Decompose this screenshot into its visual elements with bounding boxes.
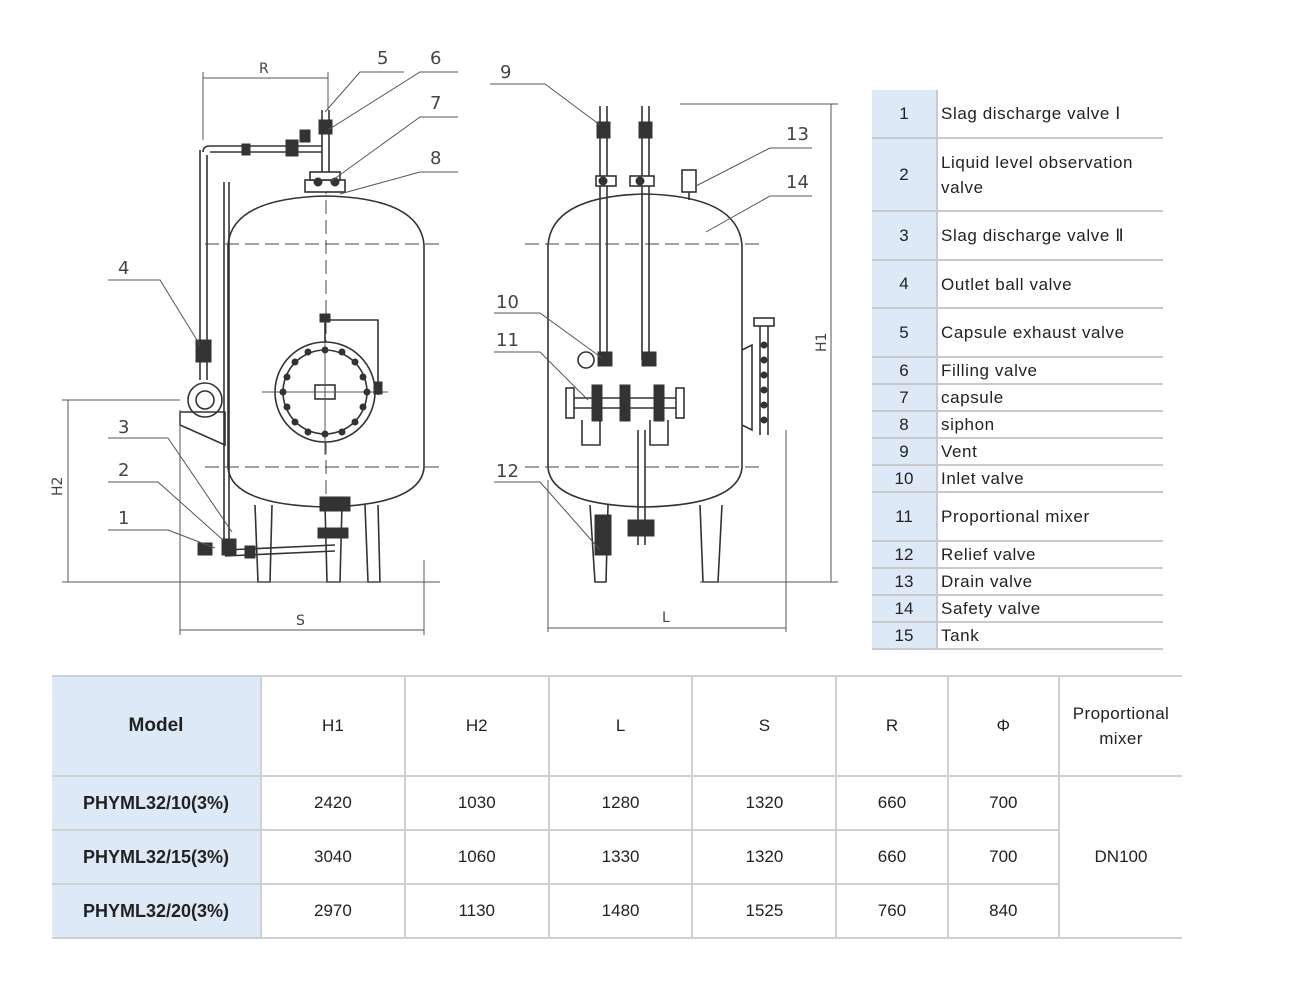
s-cell: 1525: [691, 883, 838, 939]
callout-3: 3: [118, 417, 129, 438]
front-view: H1 L: [525, 103, 838, 632]
h1-cell: 2420: [260, 775, 406, 831]
l-cell: 1480: [547, 883, 694, 939]
header-h2: H2: [403, 675, 550, 777]
header-h1: H1: [260, 675, 406, 777]
callout-8: 8: [430, 148, 441, 169]
r-cell: 660: [835, 829, 949, 885]
side-view: R H2 S: [50, 61, 445, 635]
spec-header-row: Model H1 H2 L S R Φ Proportional mixer: [52, 675, 1182, 777]
callouts: 1 2 3 4 5 6 7 8 9 10 11 12 13 14: [108, 48, 812, 551]
h1-cell: 2970: [260, 883, 406, 939]
callout-5: 5: [377, 48, 388, 69]
header-s: S: [691, 675, 838, 777]
tank-body-side: [227, 195, 425, 508]
header-proportional-mixer: Proportional mixer: [1058, 675, 1182, 777]
callout-4: 4: [118, 258, 129, 279]
h2-cell: 1130: [403, 883, 550, 939]
table-row: PHYML32/20(3%) 2970 1130 1480 1525 760 8…: [52, 883, 1182, 939]
dim-S: S: [296, 613, 305, 629]
model-cell: PHYML32/10(3%): [52, 775, 262, 831]
dim-L: L: [662, 610, 670, 626]
callout-13: 13: [786, 124, 809, 145]
model-cell: PHYML32/15(3%): [52, 829, 262, 885]
callout-14: 14: [786, 172, 809, 193]
callout-6: 6: [430, 48, 441, 69]
table-row: PHYML32/15(3%) 3040 1060 1330 1320 660 7…: [52, 829, 1182, 885]
phi-cell: 840: [946, 883, 1059, 939]
s-cell: 1320: [691, 775, 838, 831]
header-r: R: [835, 675, 949, 777]
h2-cell: 1030: [403, 775, 550, 831]
callout-11: 11: [496, 330, 519, 351]
l-cell: 1330: [547, 829, 694, 885]
phi-cell: 700: [946, 829, 1059, 885]
h2-cell: 1060: [403, 829, 550, 885]
callout-12: 12: [496, 461, 519, 482]
callout-9: 9: [500, 62, 511, 83]
header-phi: Φ: [946, 675, 1061, 777]
callout-1: 1: [118, 508, 129, 529]
h1-cell: 3040: [260, 829, 406, 885]
tank-technical-drawing: R H2 S: [50, 48, 838, 635]
callout-2: 2: [118, 460, 129, 481]
dim-H1: H1: [814, 333, 830, 352]
mixer-cell: DN100: [1058, 775, 1182, 939]
model-cell: PHYML32/20(3%): [52, 883, 262, 939]
r-cell: 660: [835, 775, 949, 831]
r-cell: 760: [835, 883, 949, 939]
l-cell: 1280: [547, 775, 694, 831]
s-cell: 1320: [691, 829, 838, 885]
dim-H2: H2: [50, 477, 66, 496]
specification-table: Model H1 H2 L S R Φ Proportional mixer P…: [52, 675, 1182, 939]
dim-R: R: [259, 61, 269, 77]
callout-10: 10: [496, 292, 519, 313]
header-l: L: [547, 675, 694, 777]
callout-7: 7: [430, 93, 441, 114]
table-row: PHYML32/10(3%) 2420 1030 1280 1320 660 7…: [52, 775, 1182, 939]
phi-cell: 700: [946, 775, 1061, 831]
manway: [262, 313, 388, 455]
header-model: Model: [52, 675, 262, 777]
